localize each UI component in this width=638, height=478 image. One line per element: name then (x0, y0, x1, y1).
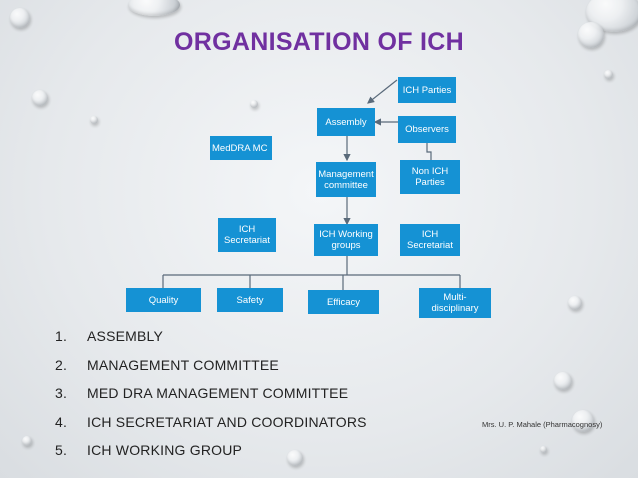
list-item: 4. ICH SECRETARIAT AND COORDINATORS (55, 408, 367, 437)
list-item: 2. MANAGEMENT COMMITTEE (55, 351, 367, 380)
list-item: 1. ASSEMBLY (55, 322, 367, 351)
author-credit: Mrs. U. P. Mahale (Pharmacognosy) (482, 420, 603, 429)
connector-parties-assembly (367, 79, 398, 104)
water-drop (22, 436, 32, 446)
list-number: 5. (55, 442, 68, 459)
water-drop (32, 90, 48, 106)
list-number: 4. (55, 413, 68, 430)
water-drop (540, 446, 547, 453)
water-drop (287, 450, 303, 466)
assembly-box: Assembly (317, 108, 375, 136)
water-drop (572, 410, 594, 432)
list-text: MED DRA MANAGEMENT COMMITTEE (87, 385, 349, 402)
list-text: ASSEMBLY (87, 328, 164, 345)
non-ich-parties-box: Non ICH Parties (400, 160, 460, 194)
ich-secretariat-right-box: ICH Secretariat (400, 224, 460, 256)
water-drop (10, 8, 30, 28)
list-item: 5. ICH WORKING GROUP (55, 436, 367, 465)
ich-secretariat-left-box: ICH Secretariat (218, 218, 276, 252)
water-drop (604, 70, 613, 79)
list-text: ICH WORKING GROUP (87, 442, 243, 459)
water-drop (90, 116, 98, 124)
water-drop (128, 0, 180, 16)
water-drop (554, 372, 572, 390)
ich-working-groups-box: ICH Working groups (314, 224, 378, 256)
ich-components-list: 1. ASSEMBLY 2. MANAGEMENT COMMITTEE 3. MED … (55, 322, 367, 465)
ich-parties-box: ICH Parties (398, 77, 456, 103)
multidisciplinary-box: Multi- disciplinary (419, 288, 491, 318)
connector-observers-nonich (426, 143, 432, 160)
observers-box: Observers (398, 116, 456, 143)
management-committee-box: Management committee (316, 162, 376, 197)
list-number: 3. (55, 385, 68, 402)
list-number: 2. (55, 356, 68, 373)
water-drop (250, 100, 258, 108)
page-title: ORGANISATION OF ICH (174, 28, 464, 56)
list-text: MANAGEMENT COMMITTEE (87, 356, 279, 373)
efficacy-box: Efficacy (308, 290, 379, 314)
list-text: ICH SECRETARIAT AND COORDINATORS (87, 413, 367, 430)
list-item: 3. MED DRA MANAGEMENT COMMITTEE (55, 379, 367, 408)
list-number: 1. (55, 328, 68, 345)
water-drop (578, 22, 604, 48)
quality-box: Quality (126, 288, 201, 312)
safety-box: Safety (217, 288, 283, 312)
water-drop (568, 296, 582, 310)
meddra-mc-box: MedDRA MC (210, 136, 272, 160)
